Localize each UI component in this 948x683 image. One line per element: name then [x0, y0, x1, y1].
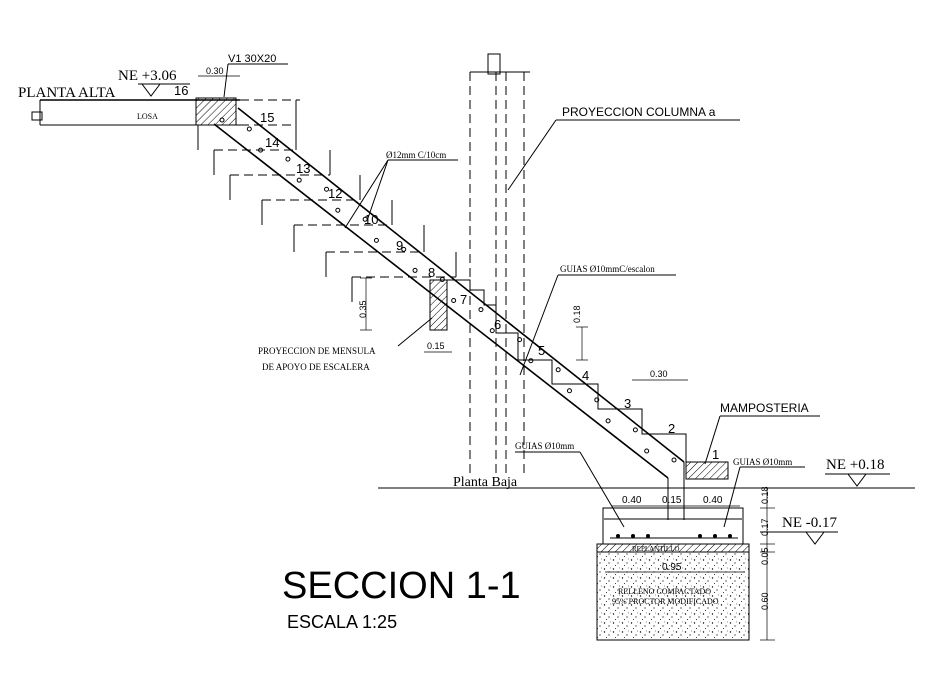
upper-level-label: NE +3.06 — [118, 68, 177, 84]
dim-v-018: 0.18 — [760, 486, 770, 504]
stair-slab — [213, 107, 685, 520]
step-number: 13 — [296, 161, 310, 176]
guides-left-label: GUIAS Ø10mm — [515, 441, 574, 451]
rebar-dot — [285, 156, 291, 162]
rebar-dot — [451, 298, 457, 304]
losa-label: LOSA — [137, 112, 158, 121]
beam-label: V1 30X20 — [228, 53, 276, 65]
rebar-dot — [478, 307, 484, 313]
rebar-dot — [296, 177, 302, 183]
rebar-dot — [489, 328, 495, 334]
masonry-hatch — [685, 461, 729, 480]
footing-total-dim: 0.95 — [662, 562, 682, 573]
step-number: 6 — [494, 317, 501, 332]
step-number: 8 — [428, 265, 435, 280]
step-number: 14 — [265, 135, 279, 150]
tread-dim: 0.30 — [650, 369, 668, 379]
ground-level-label: NE +0.18 — [826, 457, 884, 473]
fill-label-2: 95% PROCTOR MODIFICADO — [612, 597, 719, 606]
upper-beam-hatch — [195, 97, 237, 126]
step-number: 10 — [364, 212, 378, 227]
column-projection-label: PROYECCION COLUMNA a — [562, 105, 716, 119]
ground-floor-label: Planta Baja — [453, 475, 518, 490]
step-number: 5 — [538, 343, 545, 358]
rebar-dot — [324, 186, 330, 192]
ledge-hatch — [429, 279, 448, 331]
step-number: 7 — [460, 292, 467, 307]
section-scale: ESCALA 1:25 — [287, 612, 397, 632]
rebar-main-label: Ø12mm C/10cm — [386, 150, 446, 160]
rebar-dot — [644, 448, 650, 454]
rebar-dot — [362, 216, 368, 222]
fill-label-1: RELLENO COMPACTADO — [618, 587, 711, 596]
footing-level-label: NE -0.17 — [782, 515, 837, 531]
ledge-projection-label-2: DE APOYO DE ESCALERA — [262, 362, 370, 372]
footing-left-dim: 0.40 — [622, 495, 642, 506]
step-numbers: 1 2 3 4 5 6 7 8 9 10 12 13 14 15 16 — [174, 83, 719, 462]
ledge-height-dim: 0.35 — [358, 300, 368, 318]
step-number: 3 — [624, 396, 631, 411]
rebar-dot — [605, 418, 611, 424]
rebar-dot — [632, 427, 638, 433]
rebar-dot — [555, 367, 561, 373]
footing-right-dim: 0.40 — [703, 495, 723, 506]
step-number: 16 — [174, 83, 188, 98]
rebar-dot — [517, 337, 523, 343]
rebar-dot — [373, 237, 379, 243]
rebar-dot — [671, 457, 677, 463]
rebar-dot — [594, 397, 600, 403]
rebar-dot — [258, 147, 264, 153]
rebar-dot — [246, 126, 252, 132]
leader-lines — [223, 63, 820, 528]
dim-v-017: 0.17 — [760, 518, 770, 536]
masonry-label: MAMPOSTERIA — [720, 401, 809, 415]
guides-step-label: GUIAS Ø10mmC/escalon — [560, 264, 655, 274]
step-number: 4 — [582, 368, 589, 383]
step-number: 1 — [712, 447, 719, 462]
dim-v-005: 0.05 — [760, 547, 770, 565]
rebar-dot — [412, 267, 418, 273]
upper-slab — [31, 97, 240, 126]
step-number: 2 — [668, 421, 675, 436]
dimension-lines — [198, 75, 775, 641]
step-number: 9 — [396, 238, 403, 253]
guides-right-label: GUIAS Ø10mm — [733, 457, 792, 467]
level-markers — [138, 83, 890, 545]
riser-height-dim: 0.18 — [572, 305, 582, 323]
rebar-dot — [335, 207, 341, 213]
beam-width-dim: 0.30 — [206, 66, 224, 76]
ledge-projection-label-1: PROYECCION DE MENSULA — [258, 346, 376, 356]
lean-concrete-label: REPLANTILLO — [632, 545, 679, 553]
upper-floor-label: PLANTA ALTA — [18, 85, 116, 101]
step-number: 15 — [260, 110, 274, 125]
rebar-dots — [219, 117, 677, 463]
ledge-width-dim: 0.15 — [427, 341, 445, 351]
step-number: 12 — [328, 186, 342, 201]
footing-center-dim: 0.15 — [662, 495, 682, 506]
section-title: SECCION 1-1 — [282, 565, 521, 607]
rebar-dot — [528, 358, 534, 364]
rebar-dot — [566, 388, 572, 394]
rebar-dot — [219, 117, 225, 123]
footing — [596, 507, 750, 641]
rebar-dot — [401, 246, 407, 252]
dim-v-060: 0.60 — [760, 592, 770, 610]
column-projection — [469, 53, 530, 478]
